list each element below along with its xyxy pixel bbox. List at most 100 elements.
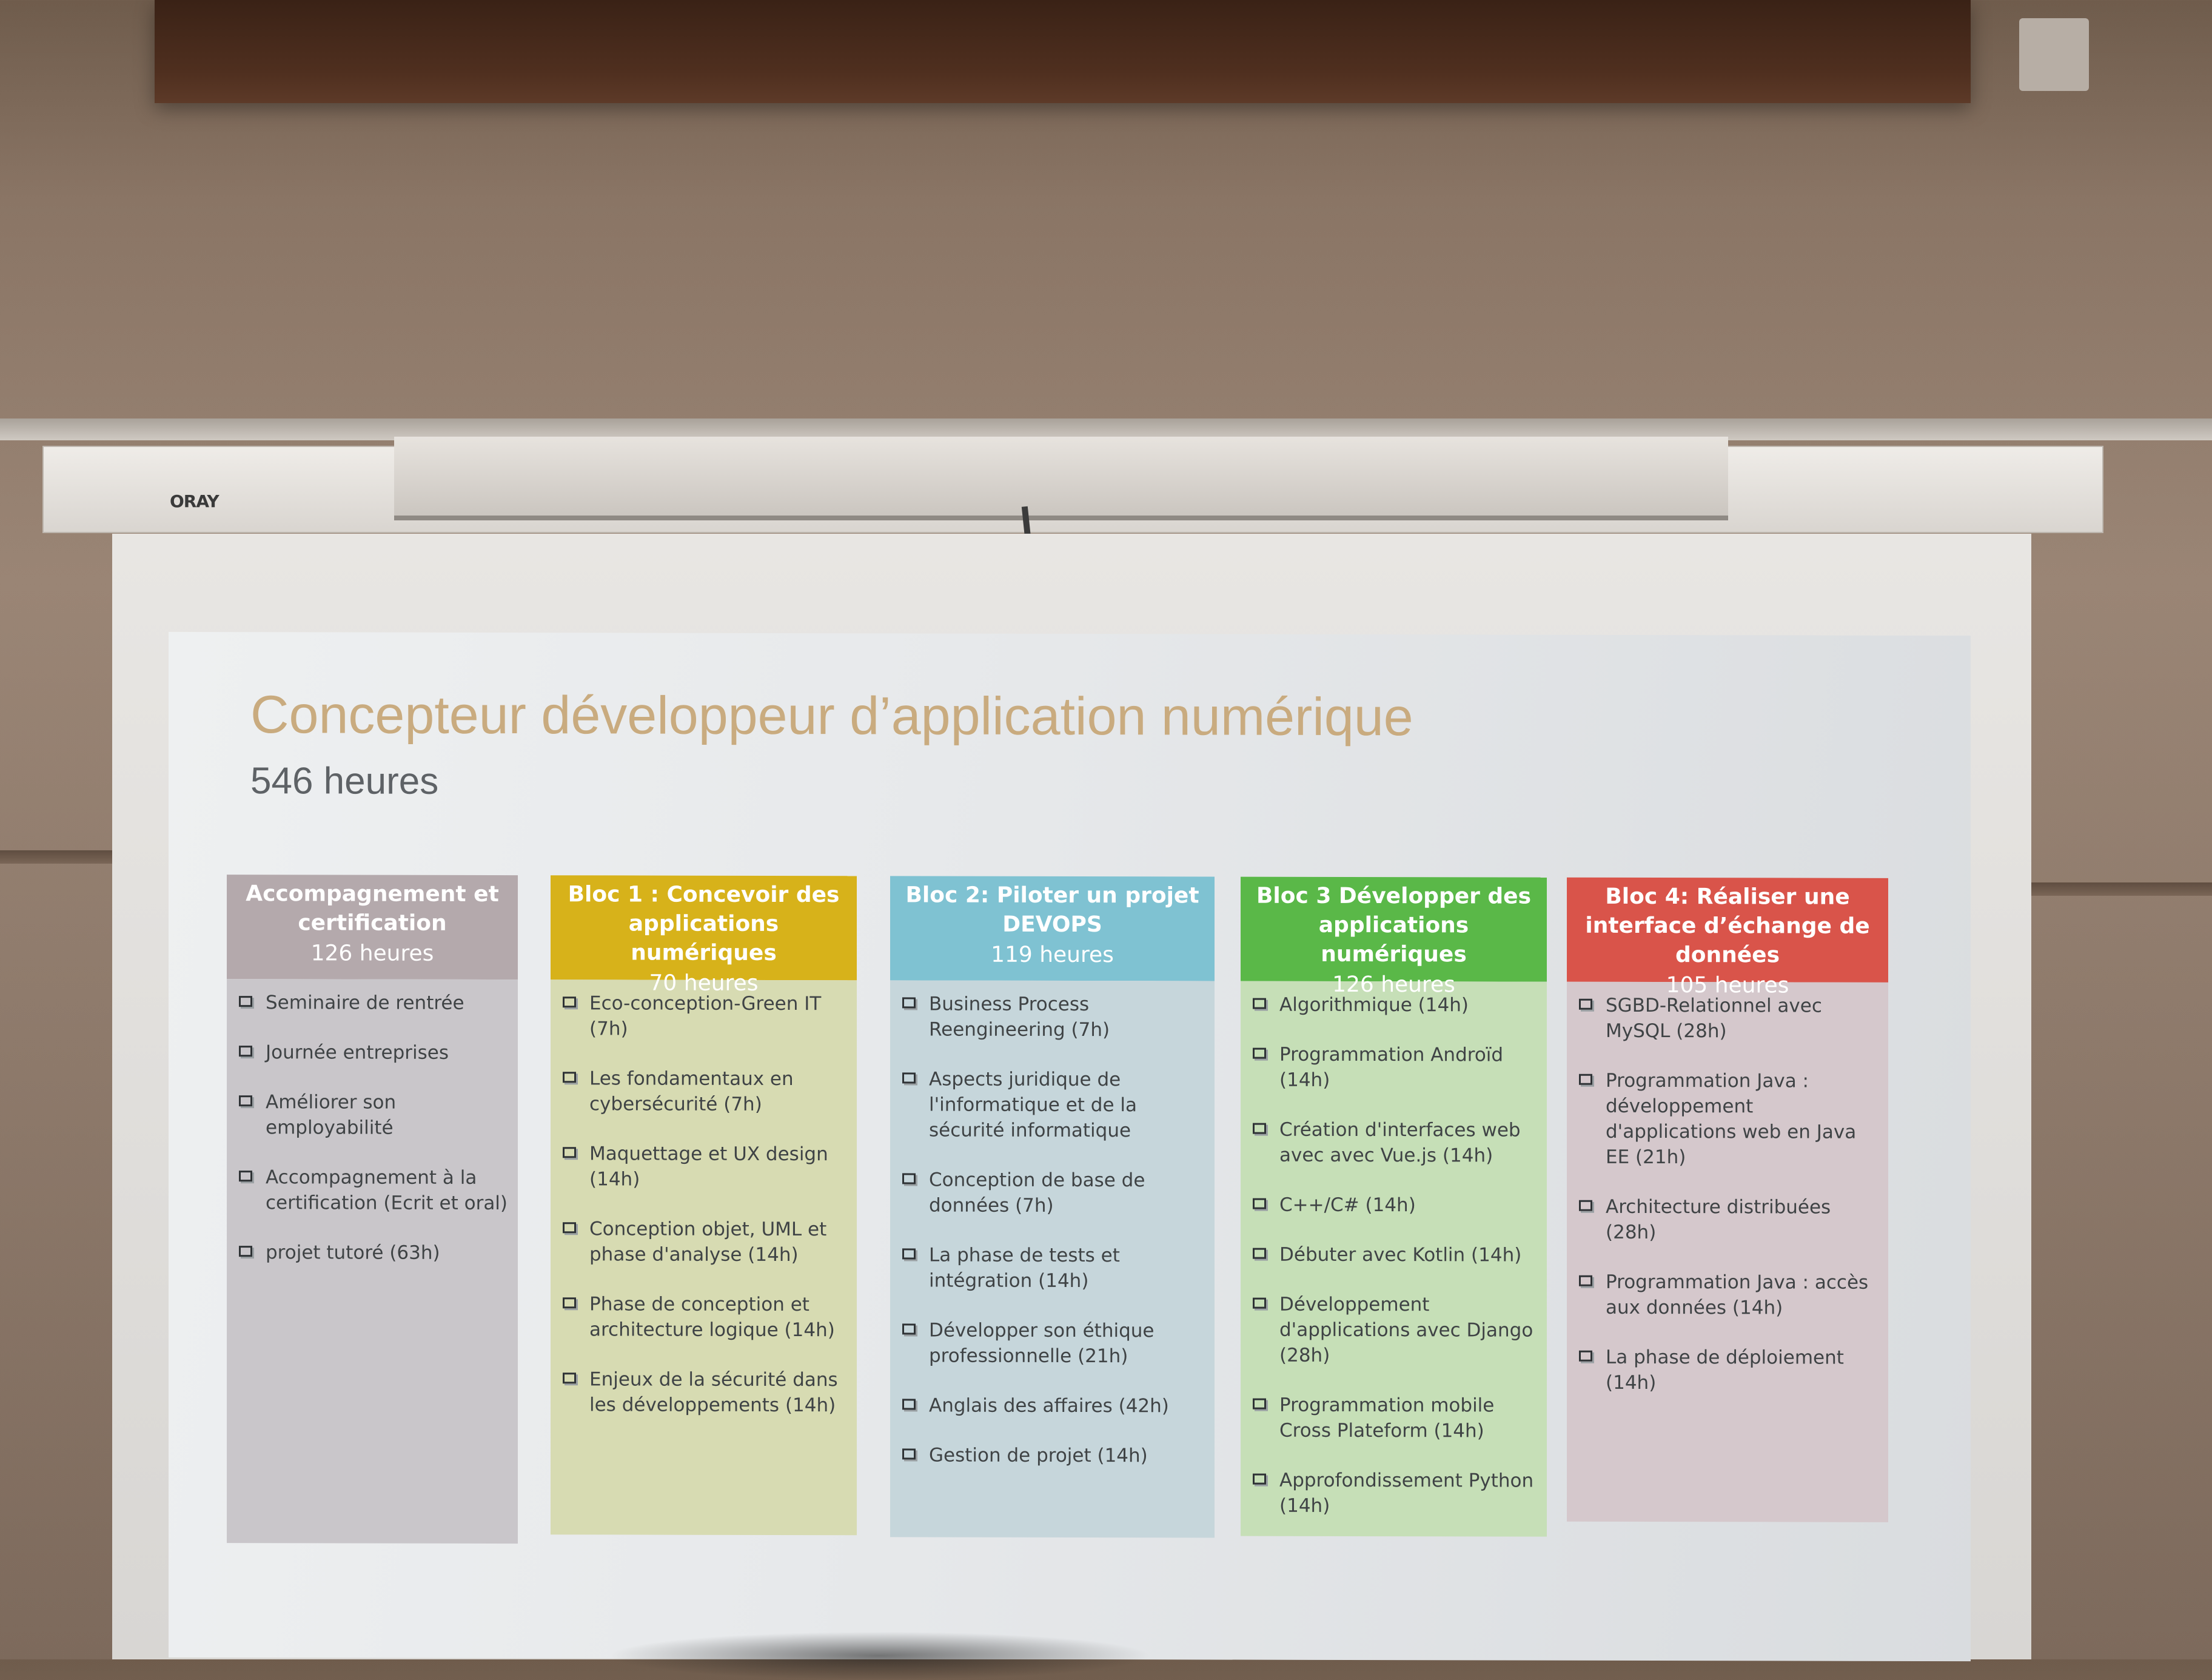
checkbox-icon <box>563 996 576 1008</box>
column-body: Business Process Reengineering (7h) Aspe… <box>890 980 1215 1538</box>
list-item-label: Approfondissement Python (14h) <box>1279 1469 1534 1517</box>
checkbox-icon <box>1579 1350 1592 1362</box>
list-item-label: Les fondamentaux en cybersécurité (7h) <box>589 1067 794 1115</box>
list-item-label: Débuter avec Kotlin (14h) <box>1279 1243 1522 1266</box>
column-bloc-2: Bloc 2: Piloter un projet DEVOPS 119 heu… <box>890 876 1215 1538</box>
list-item: Débuter avec Kotlin (14h) <box>1249 1242 1538 1268</box>
list-item-label: La phase de tests et intégration (14h) <box>929 1244 1120 1292</box>
wall-trim <box>2028 882 2212 896</box>
checkbox-icon <box>902 1323 916 1335</box>
list-item-label: Anglais des affaires (42h) <box>929 1394 1169 1417</box>
column-title: Accompagnement et certification <box>246 881 499 936</box>
list-item: Enjeux de la sécurité dans les développe… <box>559 1366 848 1418</box>
list-item-label: Développer son éthique professionnelle (… <box>929 1319 1155 1368</box>
list-item: Journée entreprises <box>235 1040 509 1066</box>
list-item: Conception de base de données (7h) <box>899 1167 1206 1218</box>
list-item: Développer son éthique professionnelle (… <box>899 1317 1206 1369</box>
checkbox-icon <box>902 1173 916 1184</box>
column-header: Bloc 4: Réaliser une interface d’échange… <box>1567 877 1888 998</box>
column-bloc-1: Bloc 1 : Concevoir des applications numé… <box>551 875 857 1536</box>
column-body: Seminaire de rentrée Journée entreprises… <box>227 979 518 1544</box>
list-item: Améliorer son employabilité <box>235 1089 509 1141</box>
checkbox-icon <box>563 1222 576 1234</box>
column-bloc-3: Bloc 3 Développer des applications numér… <box>1241 876 1547 1537</box>
list-item-label: Aspects juridique de l'informatique et d… <box>929 1068 1137 1142</box>
checkbox-icon <box>1253 1198 1266 1209</box>
ceiling-beam <box>155 0 1971 103</box>
list-item: Phase de conception et architecture logi… <box>559 1291 848 1343</box>
column-header: Bloc 3 Développer des applications numér… <box>1241 876 1547 997</box>
list-item-label: Gestion de projet (14h) <box>929 1444 1148 1467</box>
list-item: Programmation mobile Cross Plateform (14… <box>1249 1393 1538 1444</box>
list-item-label: Business Process Reengineering (7h) <box>929 993 1110 1041</box>
list-item: C++/C# (14h) <box>1249 1192 1538 1218</box>
list-item: Accompagnement à la certification (Ecrit… <box>235 1164 509 1216</box>
list-item-label: Seminaire de rentrée <box>266 992 464 1014</box>
list-item: Conception objet, UML et phase d'analyse… <box>559 1216 848 1268</box>
checkbox-icon <box>902 1248 916 1260</box>
column-header: Accompagnement et certification 126 heur… <box>227 875 518 980</box>
checkbox-icon <box>239 996 252 1007</box>
column-title: Bloc 1 : Concevoir des applications numé… <box>568 882 840 966</box>
column-body: Algorithmique (14h) Programmation Androï… <box>1241 981 1547 1537</box>
checkbox-icon <box>1579 1074 1592 1085</box>
checkbox-icon <box>1579 1200 1592 1211</box>
list-item-label: Conception de base de données (7h) <box>929 1169 1145 1217</box>
list-item-label: Programmation Java : accès aux données (… <box>1606 1271 1869 1319</box>
list-item: Programmation Java : développement d'app… <box>1575 1068 1880 1171</box>
column-title: Bloc 2: Piloter un projet DEVOPS <box>905 882 1199 938</box>
list-item: Approfondissement Python (14h) <box>1249 1468 1538 1519</box>
list-item: La phase de déploiement (14h) <box>1575 1345 1880 1396</box>
column-body: SGBD-Relationnel avec MySQL (28h) Progra… <box>1567 981 1888 1522</box>
list-item: Eco-conception-Green IT (7h) <box>559 990 848 1042</box>
column-bloc-4: Bloc 4: Réaliser une interface d’échange… <box>1567 877 1888 1522</box>
checkbox-icon <box>1253 1297 1266 1309</box>
checkbox-icon <box>563 1147 576 1158</box>
list-item: projet tutoré (63h) <box>235 1240 509 1266</box>
checkbox-icon <box>1253 998 1266 1009</box>
list-item-label: Améliorer son employabilité <box>266 1091 397 1139</box>
list-item-label: Création d'interfaces web avec avec Vue.… <box>1279 1118 1521 1167</box>
list-item: Seminaire de rentrée <box>235 990 509 1016</box>
checkbox-icon <box>1579 998 1592 1010</box>
checkbox-icon <box>239 1171 252 1182</box>
list-item: Maquettage et UX design (14h) <box>559 1141 848 1192</box>
checkbox-icon <box>563 1297 576 1309</box>
list-item-label: Programmation Androïd (14h) <box>1279 1043 1504 1091</box>
list-item: Programmation Androïd (14h) <box>1249 1042 1538 1094</box>
list-item-label: SGBD-Relationnel avec MySQL (28h) <box>1606 994 1822 1043</box>
list-item: Anglais des affaires (42h) <box>899 1393 1206 1419</box>
list-item-label: Enjeux de la sécurité dans les développe… <box>589 1368 838 1417</box>
checkbox-icon <box>1253 1123 1266 1134</box>
checkbox-icon <box>563 1072 576 1083</box>
checkbox-icon <box>902 1399 916 1410</box>
checkbox-icon <box>902 1448 916 1460</box>
checkbox-icon <box>1253 1398 1266 1410</box>
checkbox-icon <box>239 1046 252 1057</box>
checkbox-icon <box>902 1072 916 1084</box>
checkbox-icon <box>1253 1473 1266 1485</box>
list-item-label: Eco-conception-Green IT (7h) <box>589 992 822 1040</box>
list-item-label: Accompagnement à la certification (Ecrit… <box>266 1166 508 1215</box>
list-item: Architecture distribuées (28h) <box>1575 1194 1880 1246</box>
list-item: Création d'interfaces web avec avec Vue.… <box>1249 1117 1538 1169</box>
list-item-label: C++/C# (14h) <box>1279 1194 1416 1217</box>
projector-brand-logo: ORAY <box>170 491 220 511</box>
checkbox-icon <box>902 997 916 1009</box>
list-item: Business Process Reengineering (7h) <box>899 991 1206 1043</box>
list-item-label: La phase de déploiement (14h) <box>1606 1346 1844 1394</box>
list-item-label: Algorithmique (14h) <box>1279 993 1469 1016</box>
list-item-label: Journée entreprises <box>266 1041 449 1064</box>
column-accompagnement: Accompagnement et certification 126 heur… <box>227 875 518 1544</box>
list-item: Développement d'applications avec Django… <box>1249 1292 1538 1369</box>
list-item-label: Développement d'applications avec Django… <box>1279 1293 1533 1366</box>
column-hours: 119 heures <box>991 942 1114 968</box>
list-item: La phase de tests et intégration (14h) <box>899 1242 1206 1294</box>
slide-title: Concepteur développeur d’application num… <box>250 684 1413 747</box>
slide-subtitle: 546 heures <box>250 760 439 802</box>
audience-head-shadow <box>606 1631 1152 1680</box>
list-item-label: Programmation Java : développement d'app… <box>1606 1069 1857 1169</box>
checkbox-icon <box>239 1246 252 1257</box>
checkbox-icon <box>1579 1275 1592 1286</box>
column-title: Bloc 3 Développer des applications numér… <box>1256 883 1532 967</box>
